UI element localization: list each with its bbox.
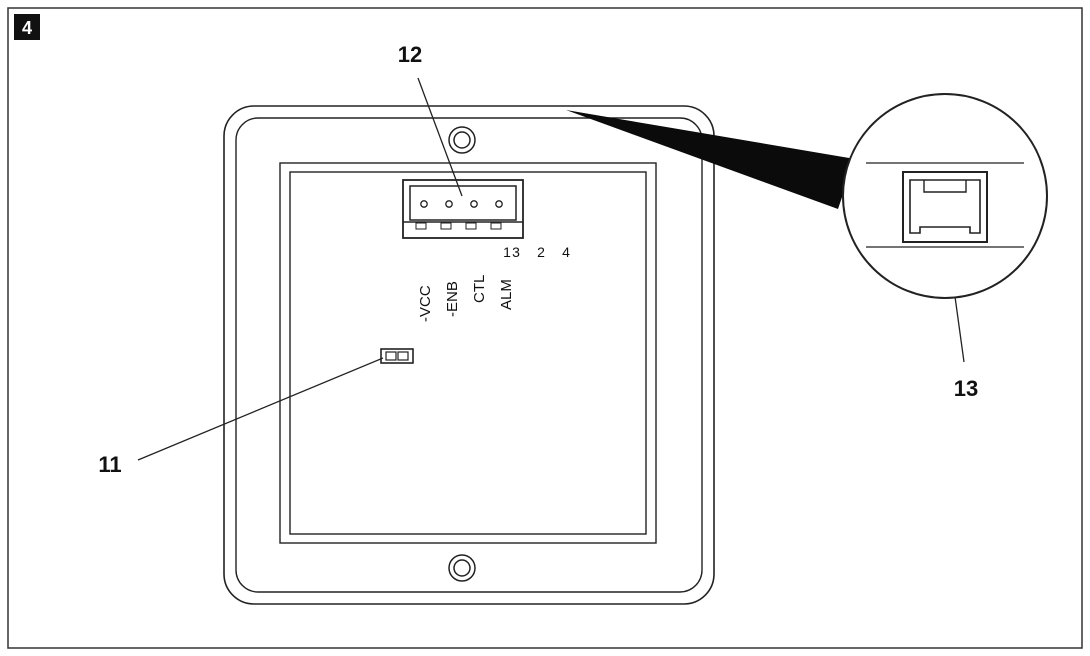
top-screw-icon [448,126,476,154]
network-port-icon [902,171,988,243]
callout-12: 12 [398,42,422,67]
leader-line [137,357,384,461]
terminal-pin-icon [495,200,503,208]
callout-11: 11 [98,452,121,477]
sensor-icon [380,348,414,364]
terminal-pin-icon [445,200,453,208]
device-housing [223,105,715,605]
magnifier-wedge [566,110,855,209]
leader-line [417,77,463,197]
callout-13: 13 [954,376,978,401]
signal-label: CTL [471,275,488,303]
signal-label: -VCC [417,285,434,322]
figure-number: 4 [22,18,32,38]
terminal-pin-icon [420,200,428,208]
signal-label: ALM [498,279,515,310]
pin-number-label: 1 [503,244,511,260]
pin-number-label: 3 [512,244,520,260]
terminal-block [402,179,524,239]
figure-frame [7,7,1083,649]
terminal-pin-icon [470,200,478,208]
figure-number-badge: 4 [14,14,40,40]
pin-number-label: 4 [562,244,570,260]
pin-number-label: 2 [537,244,545,260]
bottom-screw-icon [448,554,476,582]
signal-label: -ENB [444,281,461,317]
